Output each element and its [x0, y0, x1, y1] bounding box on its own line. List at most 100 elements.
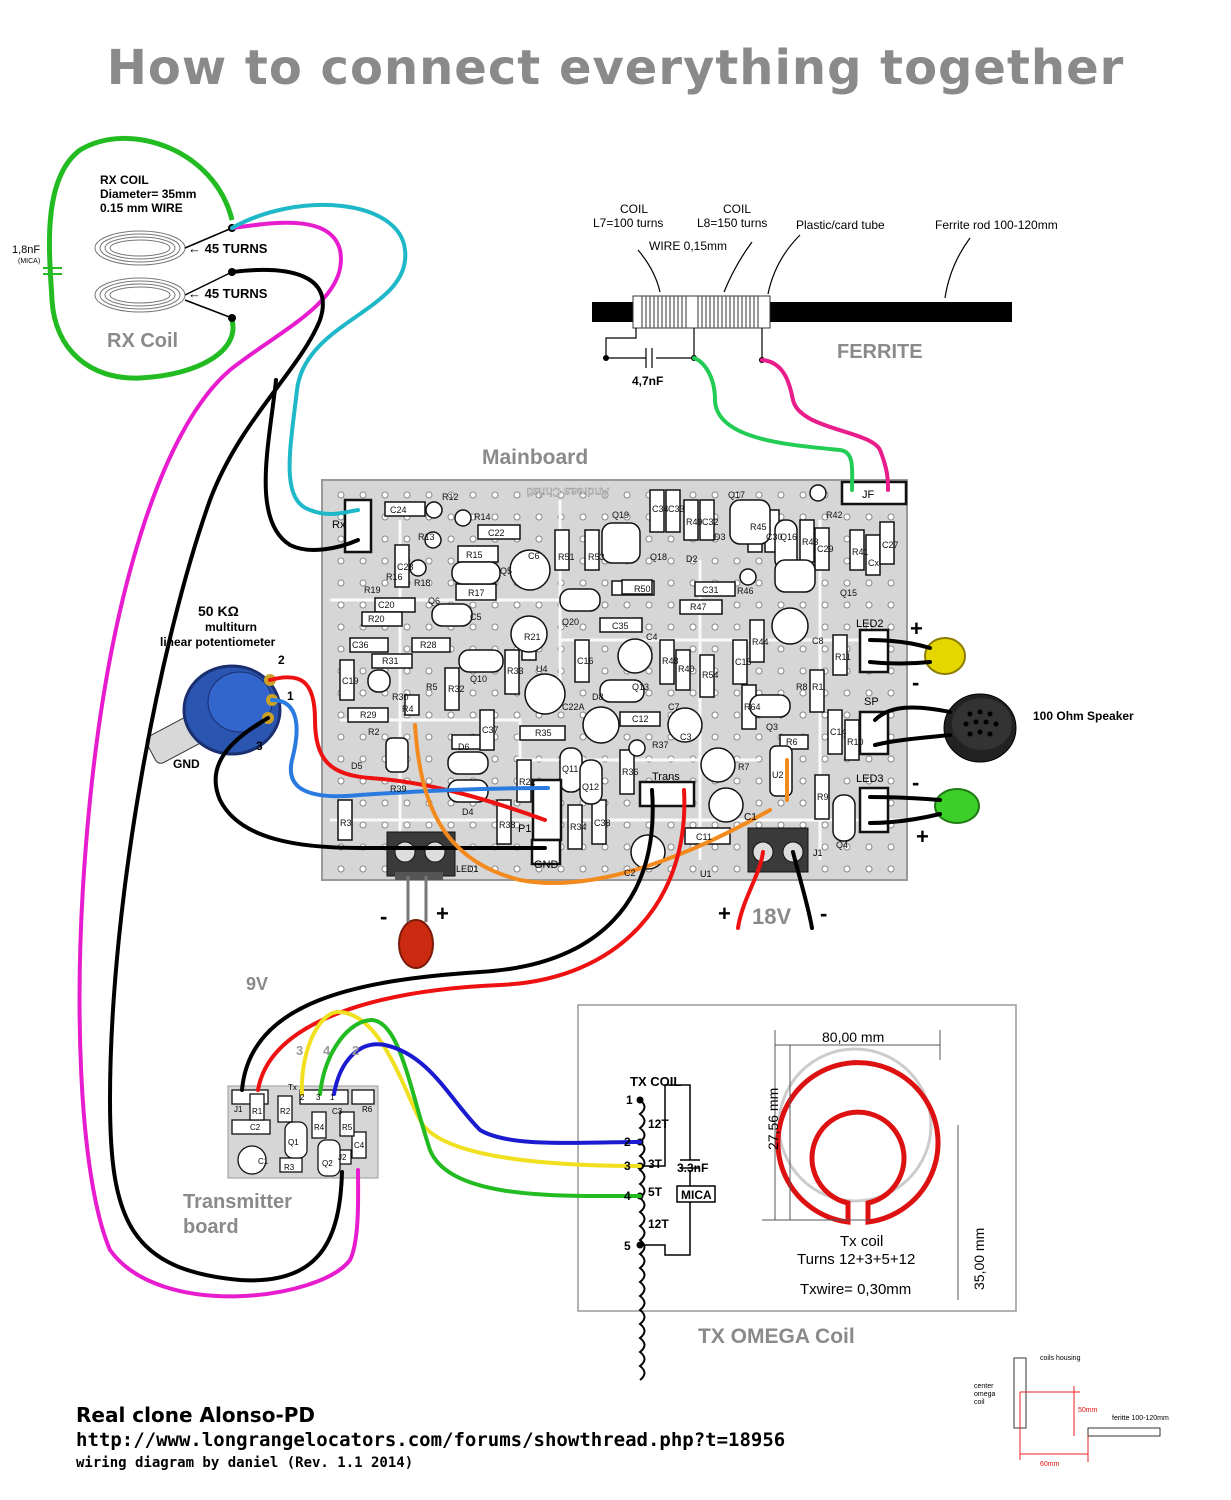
comp-r20: R20 — [368, 614, 385, 624]
led2-plus: + — [910, 616, 923, 641]
labels: RX COIL Diameter= 35mm 0.15 mm WIRE ← 45… — [12, 173, 1169, 1471]
comp-r13: R13 — [418, 532, 435, 542]
comp-c15: C15 — [735, 657, 752, 667]
ferrite-label: FERRITE — [837, 341, 923, 363]
rx-cap-value: 1,8nF — [12, 244, 40, 256]
tx-comp-j2: J2 — [338, 1153, 347, 1162]
rx-coil — [43, 135, 236, 381]
comp-c20: C20 — [378, 600, 395, 610]
comp-r1: R1 — [812, 682, 824, 692]
ferrite-wire: WIRE 0,15mm — [649, 239, 727, 253]
transmitter-board — [227, 1085, 379, 1179]
tx-turns-12b: 12T — [648, 1217, 669, 1231]
omega-dim-width: 80,00 mm — [822, 1029, 884, 1045]
pot-line3: linear potentiometer — [160, 635, 276, 649]
comp-d5: D5 — [351, 761, 363, 771]
comp-c27: C27 — [882, 540, 899, 550]
rx-turns-lower: ← 45 TURNS — [188, 286, 268, 301]
comp-r5: R5 — [426, 682, 438, 692]
comp-r3: R3 — [340, 818, 352, 828]
transmitter-label-2: board — [183, 1216, 239, 1238]
p1-connector-label: P1 — [518, 823, 531, 835]
trans-connector-label: Trans — [652, 771, 680, 783]
comp-r43: R43 — [802, 537, 819, 547]
comp-c35: C35 — [612, 621, 629, 631]
comp-r11: R11 — [835, 652, 851, 662]
omega-name: Tx coil — [840, 1233, 883, 1250]
tx-comp-r4: R4 — [314, 1123, 325, 1132]
comp-r8: R8 — [796, 682, 808, 692]
comp-c6: C6 — [528, 551, 540, 561]
ferrite-cap: 4,7nF — [632, 374, 663, 388]
rx-turns-upper: ← 45 TURNS — [188, 241, 268, 256]
tx-coil-schematic — [620, 1070, 716, 1381]
tx-turns-12a: 12T — [648, 1117, 669, 1131]
comp-r16: R16 — [386, 572, 403, 582]
comp-d4: D4 — [462, 807, 474, 817]
comp-r48: R48 — [662, 656, 679, 666]
comp-r36: R36 — [622, 767, 639, 777]
comp-c5: C5 — [470, 612, 482, 622]
comp-c7: C7 — [668, 702, 680, 712]
comp-r46: R46 — [737, 586, 754, 596]
comp-c38: C38 — [594, 818, 611, 828]
tx-tap-4: 4 — [624, 1189, 631, 1203]
page-title: How to connect everything together — [106, 40, 1125, 96]
comp-d2: D2 — [686, 554, 698, 564]
ferrite-coil1-b: L7=100 turns — [593, 216, 663, 230]
comp-r15: R15 — [466, 550, 483, 560]
comp-r2: R2 — [368, 727, 380, 737]
transmitter-wire-num-2: 2 — [352, 1043, 359, 1058]
tx-cap-type: MICA — [681, 1188, 712, 1202]
comp-q15: Q15 — [840, 588, 857, 598]
comp-c34: C34 — [652, 504, 669, 514]
comp-r37: R37 — [652, 740, 669, 750]
tx-turns-5: 5T — [648, 1185, 663, 1199]
omega-wire: Txwire= 0,30mm — [800, 1281, 911, 1298]
comp-c2: C2 — [624, 868, 636, 878]
comp-r49: R49 — [686, 517, 703, 527]
comp-r28: R28 — [420, 640, 437, 650]
comp-r64: R64 — [744, 702, 761, 712]
comp-q5: Q5 — [500, 566, 512, 576]
housing-dim1: 50mm — [1078, 1407, 1098, 1414]
sp-connector-label: SP — [864, 696, 879, 708]
led3-green — [934, 788, 980, 824]
comp-r31: R31 — [382, 656, 399, 666]
footer-line3: wiring diagram by daniel (Rev. 1.1 2014) — [76, 1455, 413, 1471]
transmitter-wire-num-4: 4 — [323, 1043, 331, 1058]
comp-q10: Q10 — [470, 674, 487, 684]
comp-r42: R42 — [826, 510, 843, 520]
comp-r38: R38 — [499, 820, 516, 830]
comp-c11: C11 — [696, 832, 712, 842]
omega-dim-right: 35,00 mm — [971, 1228, 987, 1290]
mainboard-author: Andreas Christi — [527, 485, 609, 499]
comp-r30: R30 — [392, 692, 409, 702]
comp-q3: Q3 — [766, 722, 778, 732]
pot-pin2: 2 — [278, 653, 285, 667]
led3-plus: + — [916, 824, 929, 849]
comp-d8: D8 — [592, 692, 604, 702]
led3-connector-label: LED3 — [856, 773, 884, 785]
comp-r39: R39 — [390, 784, 407, 794]
comp-d3: D3 — [714, 532, 726, 542]
power-volts: 18V — [752, 904, 791, 929]
tx-omega-label: TX OMEGA Coil — [698, 1325, 855, 1348]
j1-connector-label: J1 — [813, 848, 823, 858]
comp-r34: R34 — [570, 822, 587, 832]
comp-q17: Q17 — [728, 490, 745, 500]
tx-cap-value: 3.3nF — [677, 1161, 708, 1175]
comp-c3: C3 — [680, 732, 692, 742]
comp-c4: C4 — [646, 632, 658, 642]
pot-line2: multiturn — [205, 620, 257, 634]
comp-q18: Q18 — [650, 552, 667, 562]
comp-r32: R32 — [448, 684, 465, 694]
comp-r51: R51 — [558, 552, 575, 562]
tx-comp-j1: J1 — [234, 1105, 243, 1114]
comp-r44: R44 — [752, 637, 769, 647]
comp-r47: R47 — [690, 602, 707, 612]
housing-center2: omega — [974, 1391, 996, 1398]
c1-label: C1 — [744, 812, 757, 823]
comp-r33: R33 — [507, 666, 524, 676]
comp-q20: Q20 — [562, 617, 579, 627]
